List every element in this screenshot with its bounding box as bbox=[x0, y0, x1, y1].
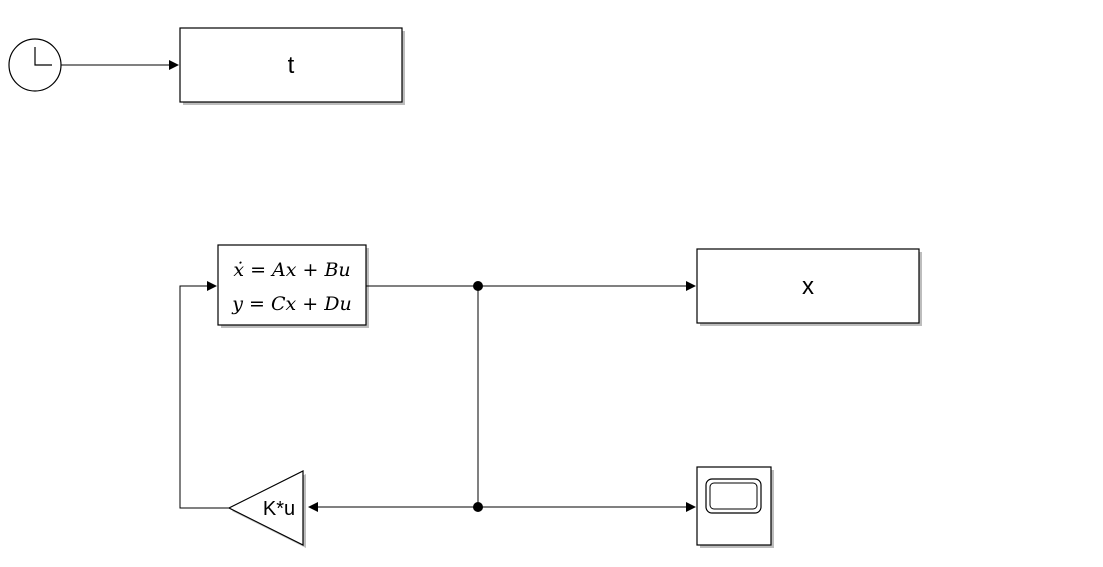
state-display-block[interactable]: x bbox=[696, 248, 922, 326]
signal-feedback[interactable] bbox=[179, 281, 229, 509]
time-display-label: t bbox=[288, 52, 295, 79]
gain-label: K*u bbox=[263, 498, 295, 520]
scope-screen-icon bbox=[705, 478, 762, 514]
output-equation: y = Cx + Du bbox=[231, 293, 351, 315]
scope-block[interactable] bbox=[696, 466, 774, 548]
state-space-block[interactable]: ẋ = Ax + Bu y = Cx + Du bbox=[217, 244, 369, 328]
time-display-block[interactable]: t bbox=[179, 27, 405, 105]
gain-block[interactable]: K*u bbox=[227, 470, 306, 548]
branch-point-upper bbox=[473, 281, 483, 291]
clock-block[interactable] bbox=[8, 38, 62, 92]
clock-icon bbox=[34, 47, 52, 66]
state-display-label: x bbox=[802, 273, 814, 300]
state-equation: ẋ = Ax + Bu bbox=[233, 259, 350, 281]
branch-point-lower bbox=[473, 502, 483, 512]
